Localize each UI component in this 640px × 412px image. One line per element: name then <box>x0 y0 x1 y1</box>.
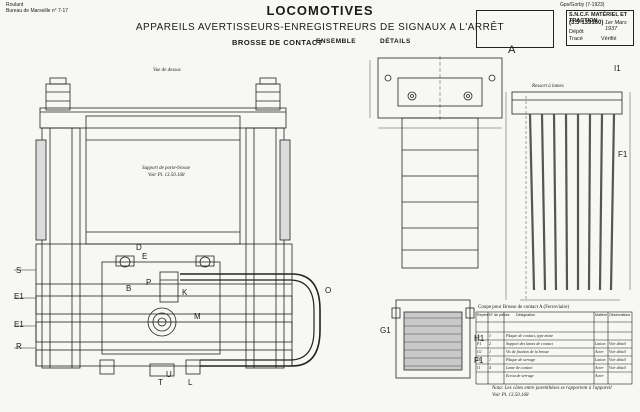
drawing-title: LOCOMOTIVES <box>266 3 374 18</box>
brush-section-view <box>395 299 471 379</box>
label-a: A <box>508 44 516 56</box>
label-g1: G1 <box>380 326 391 335</box>
left-column <box>41 127 81 369</box>
stamp-date: 1er Mars 1937 <box>605 20 627 32</box>
central-pin <box>159 271 179 303</box>
label-m: M <box>194 312 201 321</box>
label-f1: F1 <box>618 150 628 159</box>
table-cell: Laiton <box>595 357 606 362</box>
brush-head <box>511 91 623 115</box>
table-cell: H1 <box>477 357 482 362</box>
cable-loop <box>180 273 321 367</box>
table-cell: Support des lames de contact <box>506 341 553 346</box>
table-cell: 1 <box>489 357 491 362</box>
plate-note: Support de porte-brosse <box>142 166 191 171</box>
table-cell: Voir détail <box>609 365 626 370</box>
label-t: T <box>158 378 163 387</box>
table-cell: 1 <box>489 333 491 338</box>
th-observations: Observations <box>609 313 631 317</box>
label-e1-upper: E1 <box>14 292 24 301</box>
drawing-subtitle: APPAREILS AVERTISSEURS-ENREGISTREURS DE … <box>135 22 505 33</box>
right-nut <box>255 83 281 111</box>
table-cell: A <box>477 333 480 338</box>
table-cell: Vis de fixation de la brosse <box>506 349 549 354</box>
revision-table <box>476 10 554 48</box>
top-right-note: Gps/Gorby (7-1923) <box>560 2 605 8</box>
table-cell: Voir détail <box>609 357 626 362</box>
table-cell: Lame de contact <box>506 365 533 370</box>
stamp-company: S.N.C.F. MATÉRIEL ET TRACTION <box>569 12 628 24</box>
subtitle-assembly: ENSEMBLE <box>316 38 357 45</box>
label-s: S <box>16 266 22 275</box>
central-plate <box>85 115 241 245</box>
table-cell: Ecrou de serrage <box>506 373 534 378</box>
stamp-number: (3.5-133160) <box>569 20 604 26</box>
th-material: Matière <box>595 313 607 317</box>
subtitle-brush: BROSSE DE CONTACT <box>232 38 323 47</box>
label-d: D <box>136 243 142 252</box>
subtitle-details: DÉTAILS <box>380 38 411 45</box>
label-k: K <box>182 288 188 297</box>
right-column <box>245 127 285 369</box>
table-cell: I1 <box>477 365 481 370</box>
table-cell: F1 <box>477 341 482 346</box>
label-e1-lower: E1 <box>14 320 24 329</box>
label-u: U <box>166 370 172 379</box>
th-designation: Désignation <box>516 313 535 317</box>
label-h1: H1 <box>474 334 485 343</box>
table-cell: Acier <box>595 349 604 354</box>
table-title: Coupe pour Brosse de contact A (Ferrovia… <box>478 305 570 310</box>
table-cell: 4 <box>489 365 491 370</box>
th-ref: Repère <box>477 313 489 317</box>
stamp-depot: Dépôt <box>569 29 584 35</box>
label-e: E <box>142 252 148 261</box>
label-l: L <box>188 378 193 387</box>
table-cell: Acier <box>595 373 604 378</box>
label-i1: I1 <box>614 64 621 73</box>
table-footnote-ref: Voir Pl. 13.50.168 <box>492 393 529 398</box>
label-p: P <box>146 278 152 287</box>
top-left-note: Roulant <box>6 2 24 8</box>
top-bar <box>39 107 287 129</box>
parts-table <box>475 311 633 385</box>
table-cell: Laiton <box>595 341 606 346</box>
top-left-note-office: Bureau de Marseille n° 7-17 <box>6 8 69 14</box>
stamp-drawn: Tracé <box>569 36 583 42</box>
table-cell: Plaque de contact, type mixte <box>506 333 554 338</box>
table-cell: Voir détail <box>609 349 626 354</box>
brush-note: Ressort à lames <box>532 84 564 89</box>
table-cell: 2 <box>489 341 491 346</box>
table-cell: Acier <box>595 365 604 370</box>
central-housing <box>101 261 221 355</box>
contact-lames <box>528 113 616 291</box>
table-cell: G1 <box>477 349 482 354</box>
table-cell: Voir détail <box>609 341 626 346</box>
label-f1-section: F1 <box>474 356 484 365</box>
lower-body <box>35 243 293 285</box>
th-qty: N° de pièces <box>489 313 510 317</box>
contact-plate-stem <box>401 117 479 269</box>
left-nut <box>45 83 71 111</box>
label-r: R <box>16 342 22 351</box>
label-b: B <box>126 284 132 293</box>
table-footnote: Nota: Les côtes entre parenthèses se rap… <box>492 386 612 391</box>
label-o: O <box>325 286 332 295</box>
view-label: Vue de dessus <box>153 68 181 73</box>
table-cell: Plaque de serrage <box>506 357 536 362</box>
title-stamp: S.N.C.F. MATÉRIEL ET TRACTION (3.5-13316… <box>566 10 634 46</box>
stamp-checked: Vérifié <box>601 36 617 42</box>
table-cell: 1 <box>489 349 491 354</box>
plate-note-ref: Voir Pl. 13.50.168 <box>148 173 185 178</box>
